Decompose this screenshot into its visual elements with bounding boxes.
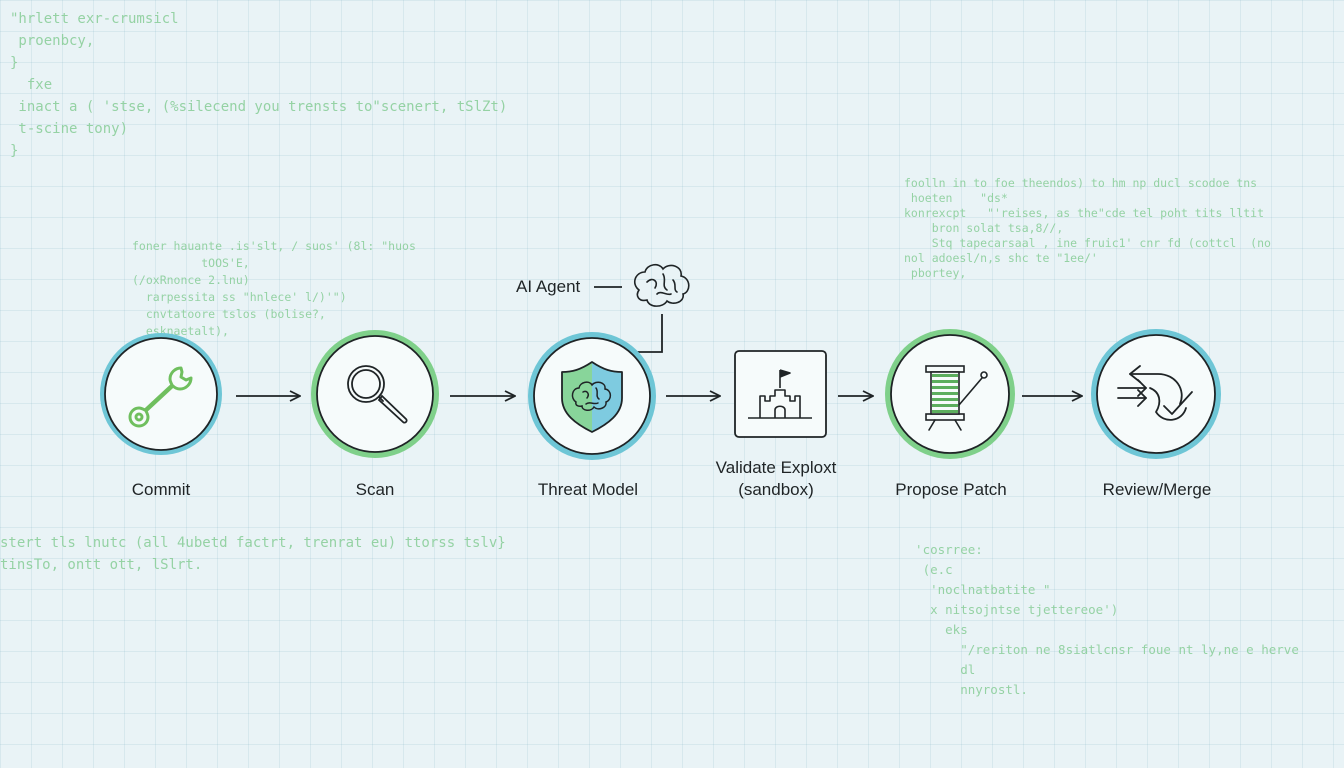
step-scan-node — [311, 330, 439, 458]
step-label-review-merge: Review/Merge — [1102, 480, 1212, 499]
background-code-block: "hrlett exr-crumsicl proenbcy, } fxe ina… — [10, 11, 508, 159]
step-commit-node — [100, 333, 222, 455]
background-code-block: stert tls lnutc (all 4ubetd factrt, tren… — [0, 535, 506, 573]
magnifier-icon — [347, 365, 408, 424]
brain-icon — [633, 263, 690, 307]
agent-connector — [594, 286, 663, 353]
step-review-merge-node — [1091, 329, 1221, 459]
step-threat-model-node — [528, 332, 656, 460]
agent-label: AI Agent — [516, 277, 581, 296]
step-label-commit: Commit — [131, 480, 191, 499]
step-label-validate-line1: Validate Exploxt — [715, 458, 837, 477]
background-code-block: 'cosrree: (e.c 'noclnatbatite " x nitsoj… — [915, 542, 1299, 697]
background-code-block: foolln in to foe theendos) to hm np ducl… — [904, 176, 1271, 280]
step-label-validate: Validate Exploxt (sandbox) — [676, 457, 876, 501]
shield-brain-icon — [561, 361, 623, 433]
step-label-validate-line2: (sandbox) — [738, 480, 814, 499]
step-label-scan: Scan — [355, 480, 395, 499]
step-propose-patch-node — [885, 329, 1015, 459]
background-code-block: foner hauante .is'slt, / suos' (8l: "huo… — [132, 239, 416, 338]
step-label-propose-patch: Propose Patch — [895, 480, 1007, 499]
wrench-icon — [128, 366, 193, 428]
spool-needle-icon — [925, 365, 988, 431]
step-label-threat-model: Threat Model — [537, 480, 639, 499]
merge-check-icon — [1117, 365, 1193, 421]
sandbox-castle-icon — [748, 369, 812, 419]
step-validate-node — [734, 350, 827, 438]
